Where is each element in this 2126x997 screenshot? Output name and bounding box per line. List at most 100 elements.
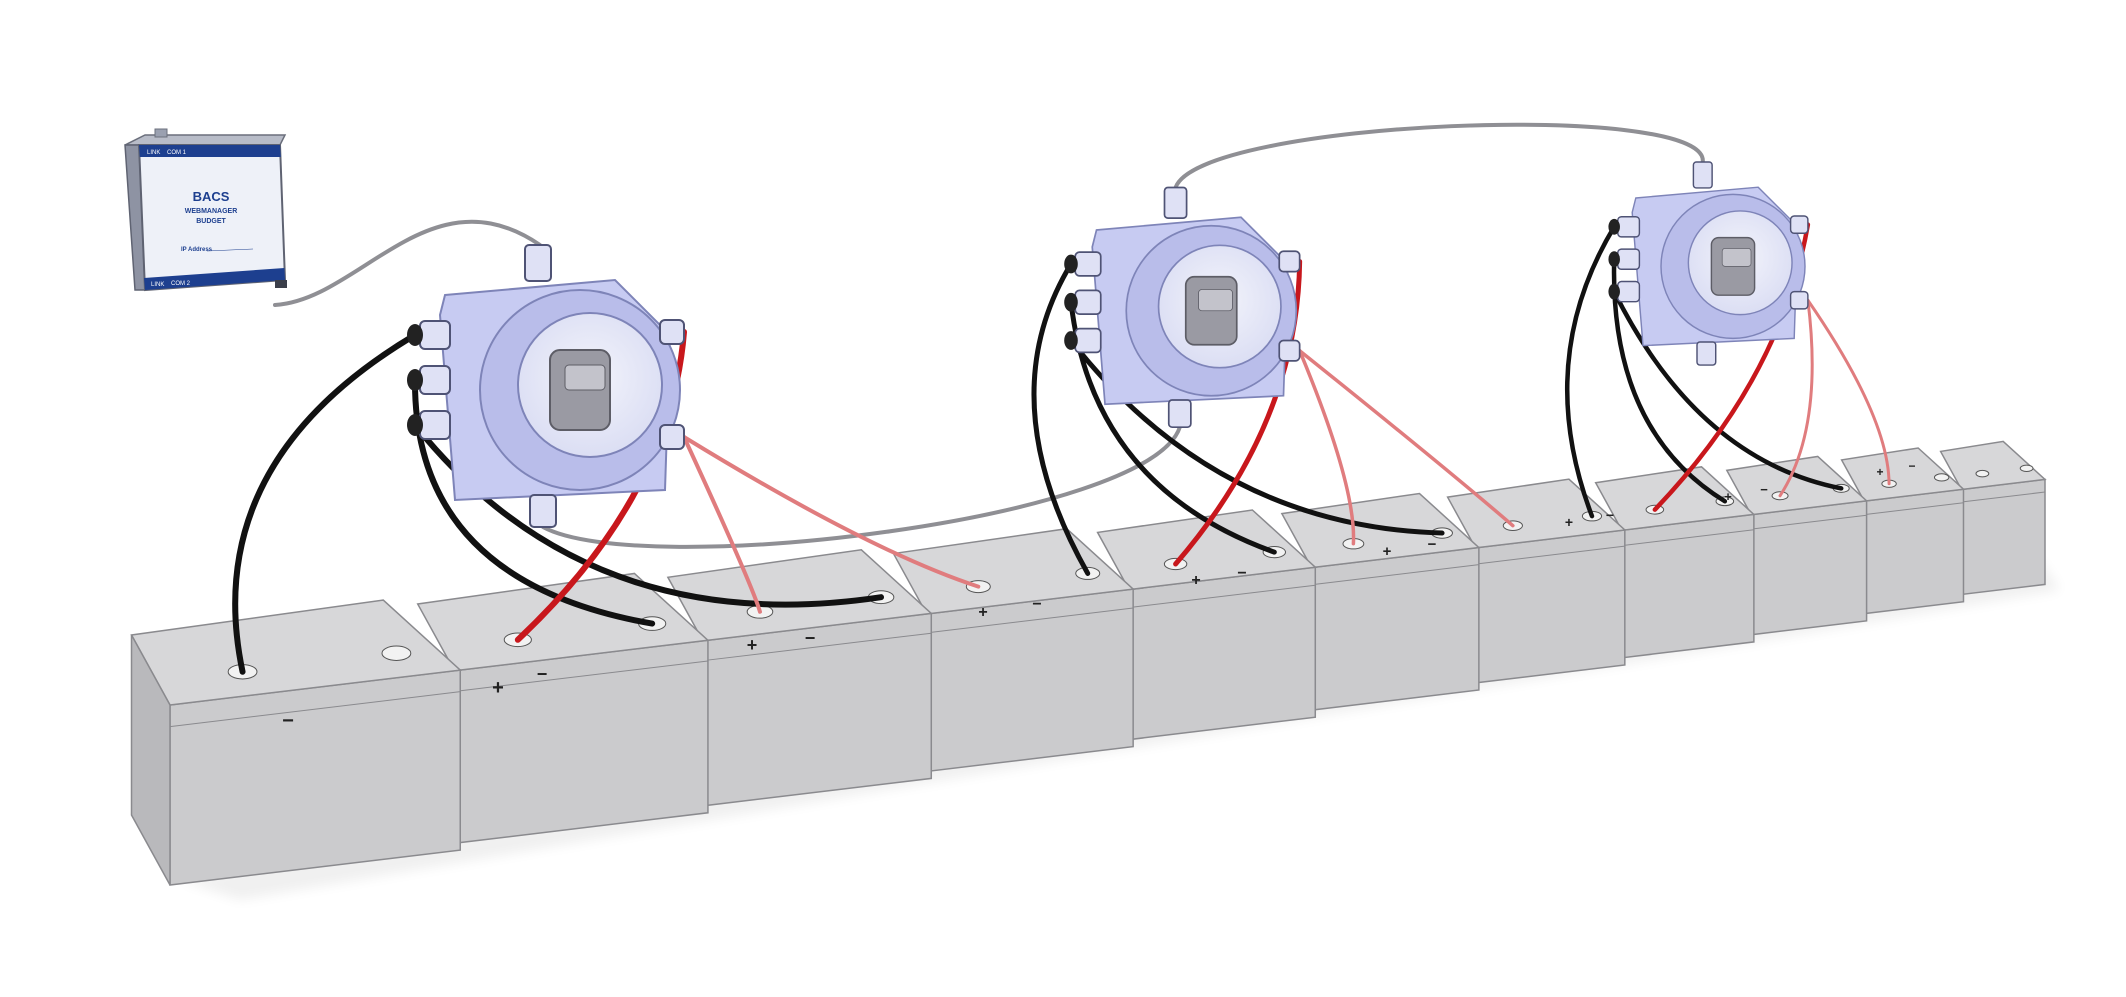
webmanager-title: BACS bbox=[193, 189, 230, 204]
battery-top bbox=[1939, 440, 2047, 491]
battery-front bbox=[1863, 488, 1965, 615]
cable-gland bbox=[1163, 186, 1188, 219]
battery-front bbox=[1128, 566, 1317, 741]
cable-gland bbox=[524, 244, 552, 282]
battery bbox=[1096, 509, 1318, 741]
battery bbox=[1939, 440, 2047, 596]
cable-gland bbox=[1617, 216, 1641, 238]
cable-gland bbox=[1789, 290, 1809, 310]
minus-marker: − bbox=[282, 710, 294, 732]
plus-marker: + bbox=[1724, 489, 1732, 504]
battery bbox=[1446, 478, 1627, 684]
red-sense-cable bbox=[1297, 348, 1356, 546]
cable-gland-opening bbox=[1064, 292, 1078, 312]
red-sense-cable bbox=[682, 435, 762, 614]
module-connector bbox=[1721, 248, 1752, 267]
cable-gland bbox=[1167, 399, 1192, 429]
battery-top bbox=[1280, 492, 1481, 569]
plus-marker: + bbox=[1876, 465, 1883, 479]
battery-terminal bbox=[2019, 464, 2034, 473]
black-sense-cable bbox=[1611, 289, 1844, 491]
cable-gland bbox=[1617, 248, 1641, 270]
polarity-markers: + − + − − + − + − + − + − + − + − bbox=[282, 459, 1915, 732]
battery-front bbox=[702, 612, 933, 807]
minus-marker: − bbox=[1428, 536, 1437, 553]
plus-marker: + bbox=[747, 635, 758, 655]
battery-lid-seam bbox=[1864, 502, 1964, 516]
bus-cable bbox=[1173, 122, 1705, 190]
cable-gland bbox=[419, 365, 451, 395]
battery-lid-seam bbox=[454, 660, 708, 692]
battery-top bbox=[1446, 478, 1627, 549]
battery-lid-seam bbox=[1475, 545, 1625, 565]
black-sense-cable bbox=[1031, 261, 1091, 576]
battery-lid-seam bbox=[1751, 514, 1867, 530]
minus-marker: − bbox=[1760, 482, 1768, 497]
bacs-modules bbox=[407, 161, 1809, 528]
webmanager-port-label-top-left: LINK bbox=[147, 150, 160, 156]
battery-top bbox=[666, 549, 933, 642]
battery-lid-seam bbox=[1311, 564, 1479, 586]
cable-gland bbox=[1696, 341, 1717, 366]
battery-front bbox=[1310, 546, 1480, 711]
plus-marker: + bbox=[1191, 572, 1200, 589]
cable-gland bbox=[1278, 250, 1301, 273]
cable-gland bbox=[659, 424, 685, 450]
red-sense-cable bbox=[1806, 298, 1891, 486]
bacs-module bbox=[407, 244, 685, 528]
webmanager-port-label-bottom-left: LINK bbox=[151, 282, 164, 288]
battery bbox=[1594, 466, 1756, 659]
battery-lid-seam bbox=[1961, 491, 2046, 503]
black-sense-cable bbox=[232, 332, 418, 675]
bus-cable bbox=[273, 219, 542, 307]
cable-gland-opening bbox=[1608, 251, 1620, 268]
cable-gland bbox=[529, 494, 557, 528]
cable-gland bbox=[1278, 339, 1301, 362]
battery-front bbox=[925, 588, 1134, 773]
cable-gland bbox=[1074, 289, 1102, 315]
minus-marker: − bbox=[1032, 596, 1041, 613]
minus-marker: − bbox=[1237, 565, 1246, 582]
cable-gland-opening bbox=[407, 369, 423, 391]
battery-side bbox=[130, 634, 171, 886]
battery-front bbox=[1621, 513, 1755, 659]
battery-string bbox=[130, 440, 2047, 886]
battery bbox=[416, 572, 710, 845]
battery bbox=[130, 599, 462, 886]
minus-marker: − bbox=[1908, 459, 1915, 473]
red-sense-cable bbox=[682, 435, 981, 589]
plus-marker: + bbox=[978, 604, 987, 621]
cable-gland-opening bbox=[1064, 254, 1078, 274]
cable-gland bbox=[1789, 215, 1809, 235]
battery-terminal bbox=[1933, 473, 1950, 482]
battery-terminal bbox=[381, 645, 412, 661]
bacs-module bbox=[1064, 186, 1301, 429]
webmanager-port-label-bottom-right: COM 2 bbox=[171, 281, 191, 287]
cable-gland bbox=[1074, 251, 1102, 277]
cable-gland-opening bbox=[1608, 218, 1620, 235]
cable-gland bbox=[1074, 327, 1102, 354]
webmanager-port-label-top-right: COM 1 bbox=[167, 150, 187, 156]
battery-lid-seam bbox=[1128, 584, 1316, 609]
webmanager-line1: WEBMANAGER bbox=[185, 208, 238, 215]
battery-lid-seam bbox=[702, 632, 932, 662]
minus-marker: − bbox=[805, 628, 816, 648]
cable-gland-opening bbox=[1608, 283, 1620, 300]
battery bbox=[666, 549, 933, 807]
webmanager-device: LINK COM 1 BACS WEBMANAGER BUDGET IP Add… bbox=[124, 128, 287, 292]
module-connector bbox=[564, 364, 606, 391]
battery-front bbox=[169, 669, 462, 886]
battery-front bbox=[1474, 529, 1626, 684]
plus-marker: + bbox=[492, 677, 504, 699]
cable-gland bbox=[419, 320, 451, 350]
battery-terminal bbox=[1975, 469, 1990, 478]
battery-lid-seam bbox=[926, 607, 1134, 634]
minus-marker: − bbox=[537, 664, 548, 684]
battery-top bbox=[1096, 509, 1318, 591]
plus-marker: + bbox=[1565, 514, 1573, 530]
cable-gland-opening bbox=[407, 324, 423, 346]
battery-top bbox=[1725, 455, 1869, 516]
battery-top bbox=[416, 572, 710, 672]
battery bbox=[1840, 447, 1966, 615]
